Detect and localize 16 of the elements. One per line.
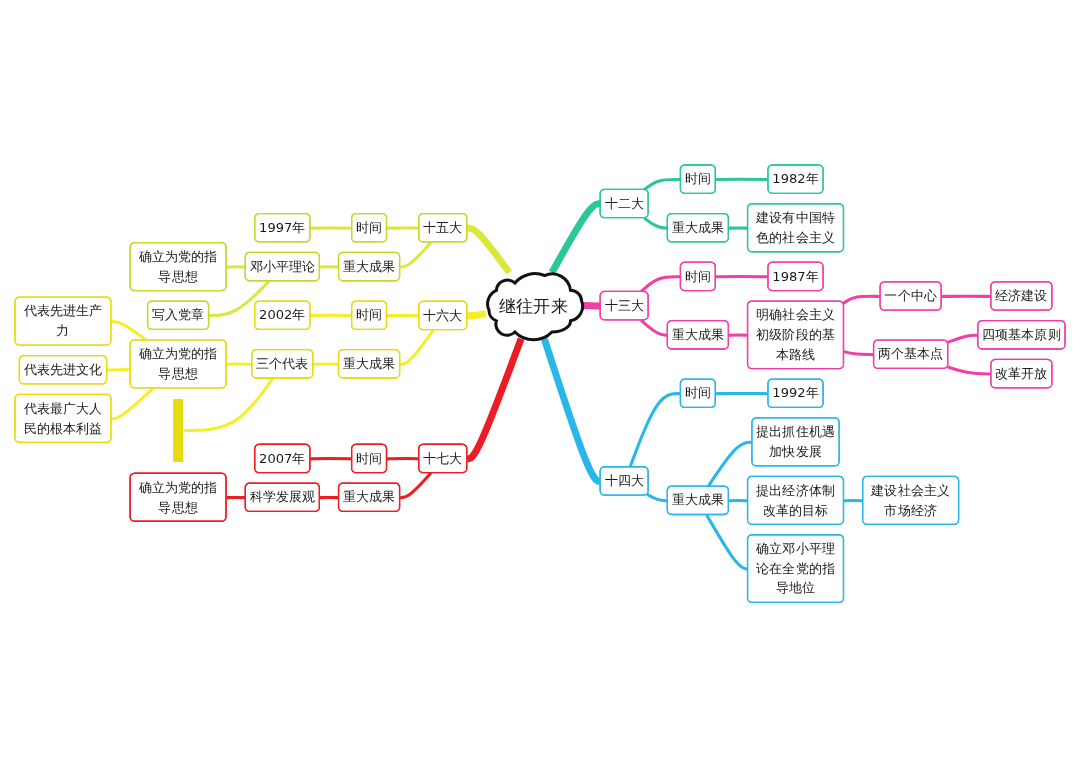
connector xyxy=(111,386,155,421)
connector xyxy=(209,279,271,317)
connector xyxy=(639,318,668,337)
connector xyxy=(399,241,433,269)
connector xyxy=(639,275,681,293)
connector xyxy=(628,391,681,468)
connector xyxy=(184,377,275,432)
connector xyxy=(106,367,131,372)
connector xyxy=(226,265,246,269)
connector xyxy=(842,294,881,305)
connector xyxy=(643,177,681,191)
connector xyxy=(643,216,668,230)
connector xyxy=(399,328,435,366)
connector xyxy=(399,471,433,500)
connector xyxy=(226,495,246,500)
connector xyxy=(646,492,668,503)
